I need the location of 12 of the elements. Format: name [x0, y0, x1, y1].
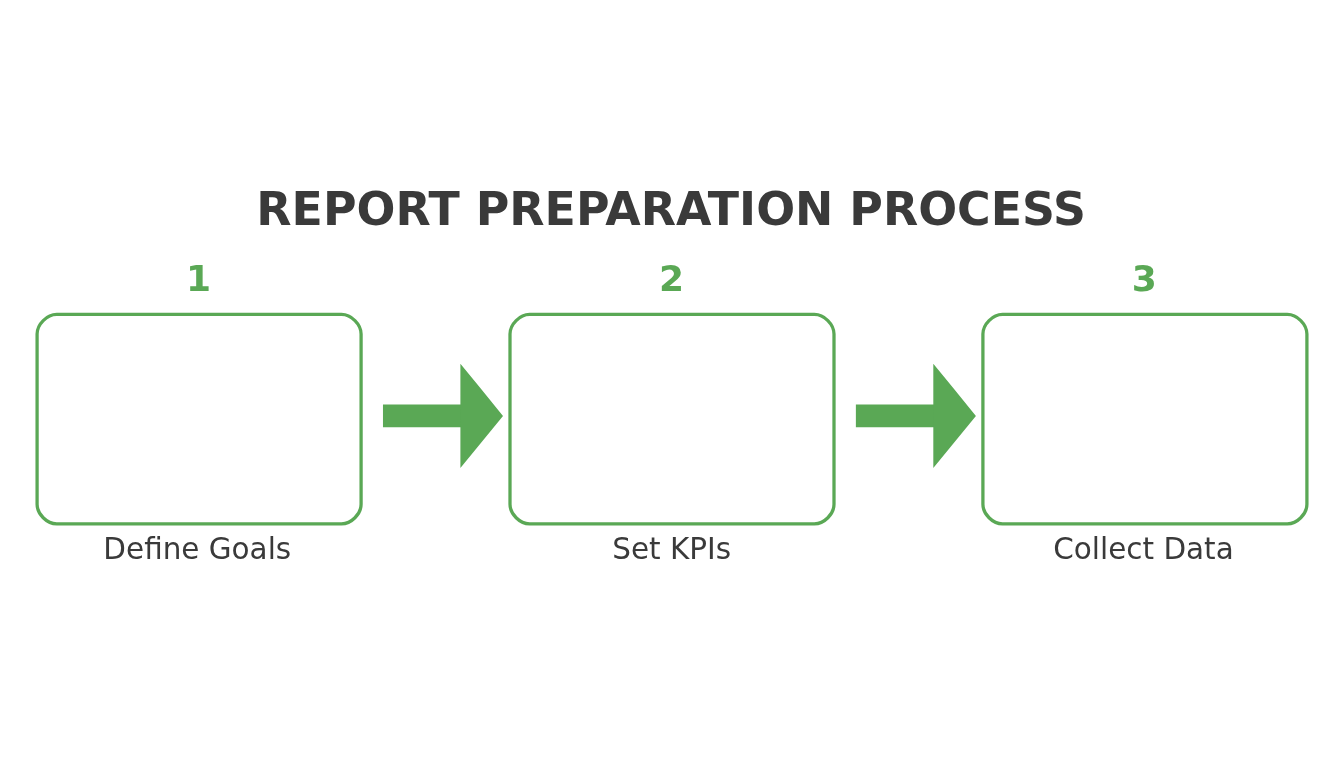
- node-label: 2: [658, 257, 684, 299]
- arrow: [382, 363, 503, 469]
- node-label: 3: [1131, 257, 1157, 299]
- node-box: [981, 312, 1309, 526]
- arrow: [855, 363, 976, 469]
- node-label: Define Goals: [103, 531, 292, 566]
- node-box: [35, 312, 363, 526]
- diagram-title: REPORT PREPARATION PROCESS: [256, 182, 1086, 237]
- node-label: 1: [186, 257, 212, 299]
- node-box: [508, 312, 836, 526]
- node-label: Collect Data: [1053, 531, 1234, 566]
- node-label: Set KPIs: [612, 531, 732, 566]
